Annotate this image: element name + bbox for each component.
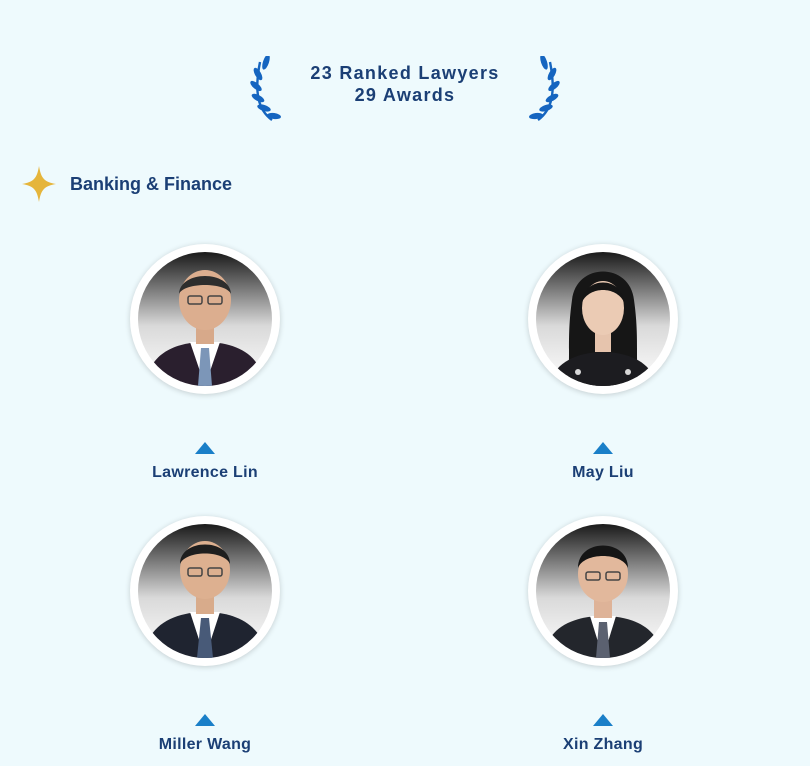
banner-text: 23 Ranked Lawyers 29 Awards [290, 62, 520, 106]
lawyer-portrait [536, 252, 670, 386]
lawyer-portrait [536, 524, 670, 658]
lawyer-name[interactable]: Lawrence Lin [152, 464, 258, 481]
avatar[interactable] [528, 244, 678, 394]
lawyer-card[interactable]: May Liu [503, 244, 703, 490]
avatar[interactable] [130, 244, 280, 394]
lawyer-portrait [138, 252, 272, 386]
lawyer-card[interactable]: Lawrence Lin [105, 244, 305, 490]
lawyer-name[interactable]: Miller Wang [158, 736, 252, 753]
triangle-up-icon [195, 714, 215, 726]
awards-banner: 23 Ranked Lawyers 29 Awards [250, 56, 560, 122]
ranked-lawyers-count: 23 Ranked Lawyers [310, 63, 500, 83]
lawyer-card[interactable]: Xin Zhang [503, 516, 703, 762]
lawyer-portrait [138, 524, 272, 658]
laurel-left-icon [250, 56, 281, 121]
avatar[interactable] [130, 516, 280, 666]
lawyer-card[interactable]: Miller Wang [105, 516, 305, 762]
triangle-up-icon [593, 714, 613, 726]
triangle-up-icon [593, 442, 613, 454]
awards-count: 29 Awards [354, 85, 456, 105]
laurel-right-icon [529, 56, 560, 121]
lawyer-name[interactable]: May Liu [572, 464, 634, 481]
section-heading: Banking & Finance [22, 166, 232, 202]
section-title: Banking & Finance [70, 173, 233, 194]
avatar[interactable] [528, 516, 678, 666]
sparkle-icon [22, 166, 56, 202]
lawyer-name[interactable]: Xin Zhang [562, 736, 644, 753]
triangle-up-icon [195, 442, 215, 454]
